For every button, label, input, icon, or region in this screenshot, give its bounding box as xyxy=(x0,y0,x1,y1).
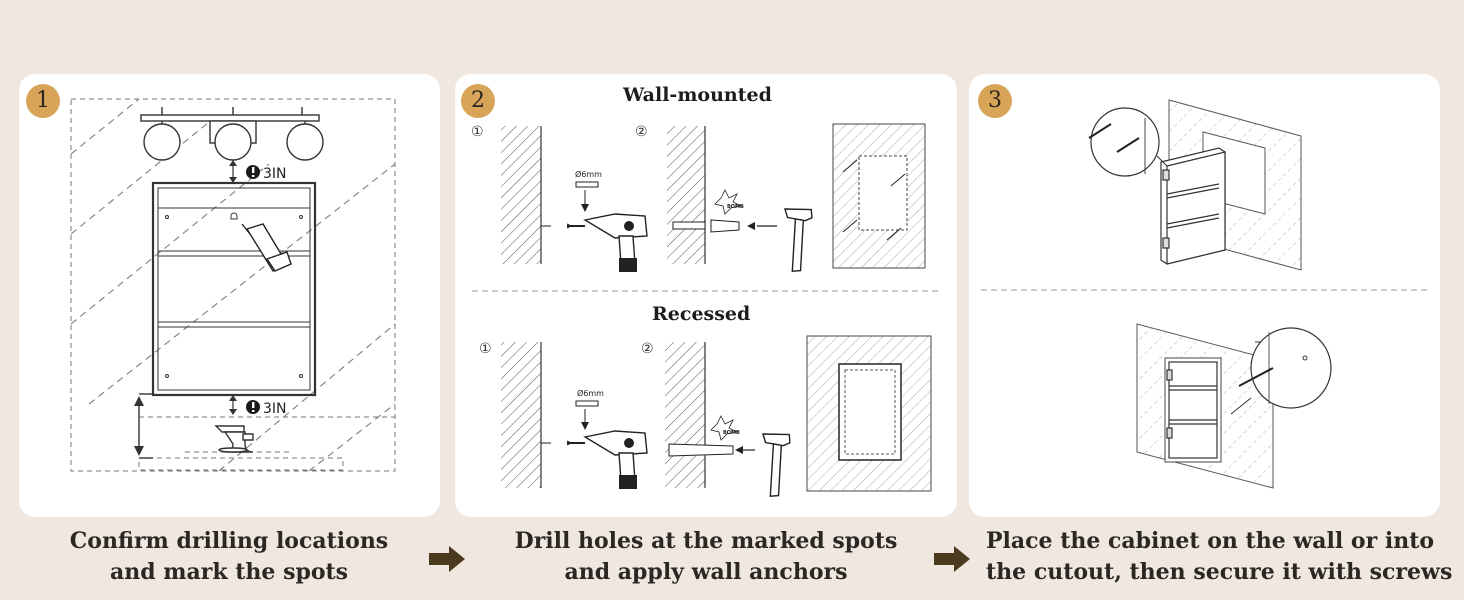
section-title-wall-mounted: Wall-mounted xyxy=(623,84,772,106)
step-3-illustration xyxy=(981,99,1429,489)
svg-text:Ø6mm: Ø6mm xyxy=(575,169,602,179)
cabinet-icon xyxy=(1160,147,1226,265)
vanity-light-icon xyxy=(140,107,324,161)
section-title-recessed: Recessed xyxy=(652,303,751,325)
step-2-badge: 2 xyxy=(461,84,495,118)
svg-text:3IN: 3IN xyxy=(263,401,287,417)
svg-text:②: ② xyxy=(635,124,648,140)
step-1-illustration: 3IN xyxy=(70,98,396,472)
svg-text:①: ① xyxy=(471,124,484,140)
step-3-badge: 3 xyxy=(978,84,1012,118)
power-drill-icon xyxy=(566,213,648,273)
screw-icon xyxy=(1238,367,1274,387)
step-1-caption: Confirm drilling locations and mark the … xyxy=(69,528,389,585)
hammer-icon xyxy=(751,429,792,499)
step-3-panel: 3 xyxy=(969,74,1440,517)
wall-anchor-icon xyxy=(575,400,599,407)
wall-anchor-icon xyxy=(575,181,599,188)
wall-anchor-icon xyxy=(668,443,734,457)
svg-text:BOMB: BOMB xyxy=(723,430,740,436)
clearance-top-marker: 3IN xyxy=(229,160,287,183)
power-drill-icon xyxy=(566,430,648,490)
faucet-icon xyxy=(214,425,254,453)
svg-text:3IN: 3IN xyxy=(263,166,287,182)
step-1-panel: 1 xyxy=(19,74,440,517)
clearance-bottom-marker: 3IN xyxy=(229,395,287,417)
step-1-badge: 1 xyxy=(26,84,60,118)
step-2-illustration: ① Ø6mm ② BOMB xyxy=(471,123,940,499)
screw-icon xyxy=(1088,123,1140,153)
svg-text:①: ① xyxy=(479,341,492,357)
impact-burst-icon: BOMB xyxy=(714,189,744,215)
impact-burst-icon: BOMB xyxy=(710,415,740,441)
magnifier-callout-icon xyxy=(1230,327,1332,415)
hammer-icon xyxy=(773,204,814,274)
marker-pen-icon xyxy=(241,223,292,272)
magnifier-callout-icon xyxy=(1088,107,1168,177)
wall-anchor-icon xyxy=(710,219,740,233)
next-arrow-icon xyxy=(934,546,970,572)
step-2-caption: Drill holes at the marked spots and appl… xyxy=(514,528,898,585)
svg-text:BOMB: BOMB xyxy=(727,204,744,210)
step-2-panel: 2 Wall-mounted Recessed ① Ø6mm xyxy=(455,74,957,517)
svg-text:Ø6mm: Ø6mm xyxy=(577,388,604,398)
svg-text:②: ② xyxy=(641,341,654,357)
step-3-caption: Place the cabinet on the wall or into th… xyxy=(986,528,1453,585)
mirror-cabinet-icon xyxy=(151,181,317,397)
cabinet-icon xyxy=(1166,361,1218,459)
next-arrow-icon xyxy=(429,546,465,572)
